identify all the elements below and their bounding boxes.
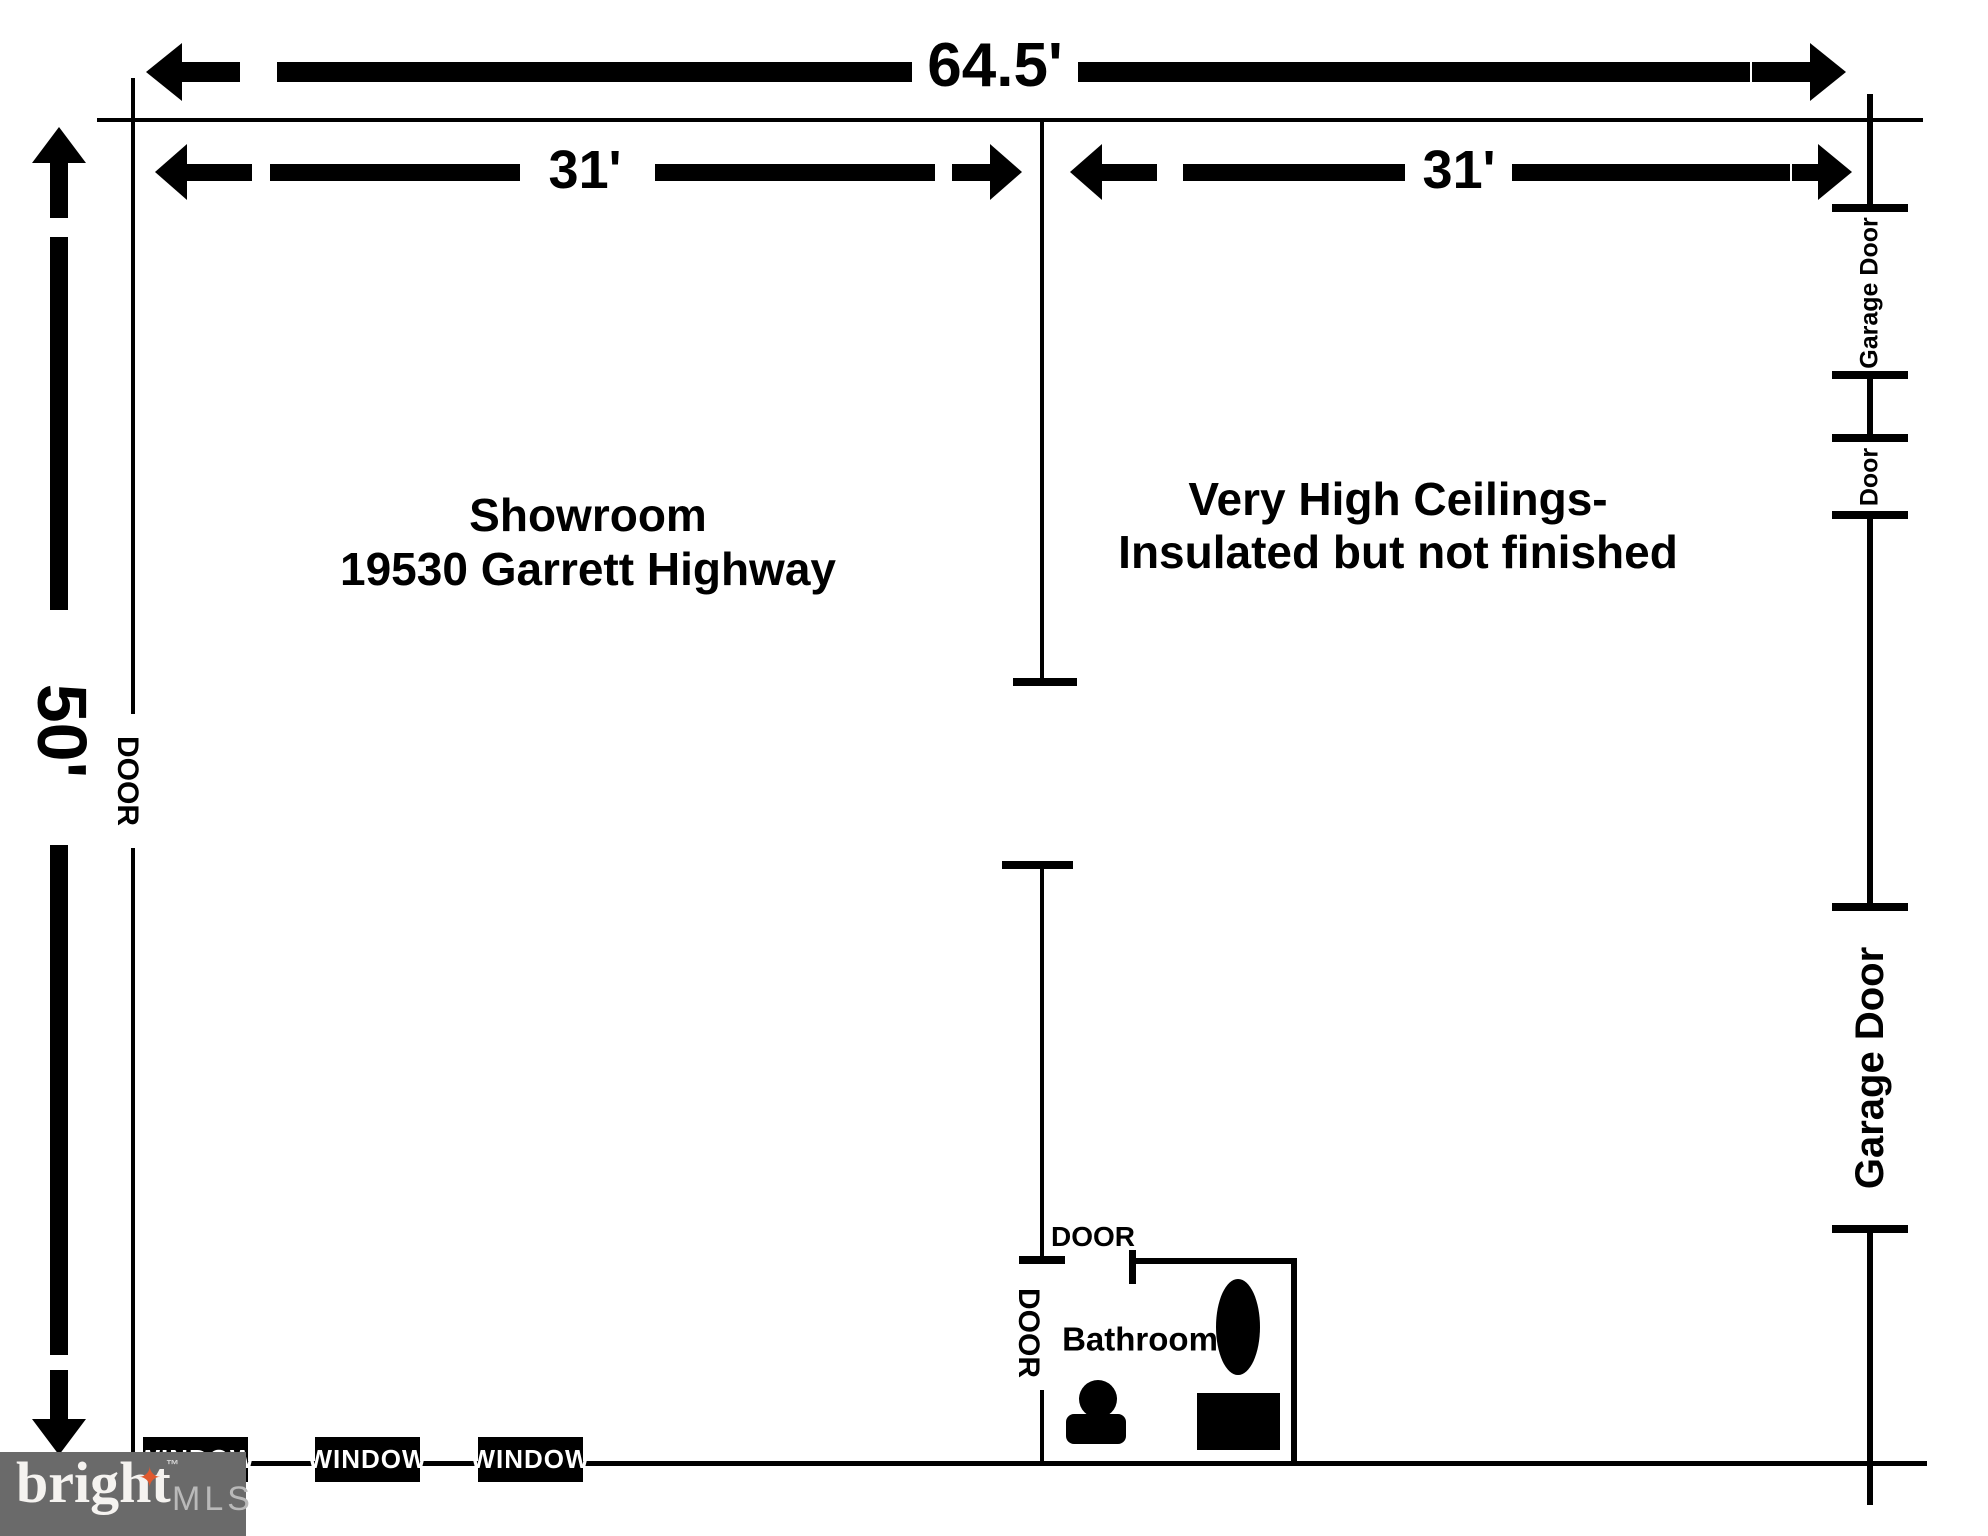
bright-mls-logo: bright ✦ ™ MLS — [0, 1450, 250, 1536]
sink-base-icon — [1066, 1414, 1126, 1444]
dim-right-stub-right — [1792, 164, 1818, 181]
dim-height-arrowhead-down — [32, 1419, 86, 1455]
dim-left-stub-right — [952, 164, 990, 181]
center-wall-seg-2 — [1040, 869, 1044, 1258]
dim-left-shaft-right — [655, 164, 935, 181]
dim-height-shaft-bottom — [50, 845, 68, 1355]
dim-left-arrowhead-right — [990, 144, 1022, 200]
center-wall-cap-1 — [1013, 678, 1077, 686]
dim-right-stub-left — [1102, 164, 1157, 181]
logo-trademark: ™ — [166, 1457, 179, 1472]
right-wall-jamb-tick-1 — [1832, 204, 1908, 212]
dim-right-label: 31' — [1422, 140, 1496, 200]
bathroom-right-wall — [1291, 1258, 1297, 1463]
dim-total-stub-left — [182, 62, 240, 82]
dim-total-shaft-right — [1078, 62, 1750, 82]
bathroom-label: Bathroom — [1062, 1320, 1218, 1358]
garage-door-upper-label: Garage Door — [1855, 217, 1884, 369]
dim-height-arrowhead-up — [32, 127, 86, 163]
dim-total-arrowhead-left — [146, 43, 182, 101]
center-wall-seg-3 — [1040, 1390, 1044, 1463]
logo-brand-text: bright — [16, 1450, 171, 1515]
dim-left-shaft-left — [270, 164, 520, 181]
toilet-tank-icon — [1197, 1393, 1280, 1450]
dim-right-shaft-left — [1183, 164, 1405, 181]
dim-left-label: 31' — [548, 140, 622, 200]
right-wall-jamb-tick-4 — [1832, 511, 1908, 519]
center-wall-seg-1 — [1040, 120, 1044, 680]
right-wall-seg-4 — [1867, 1233, 1873, 1505]
dim-total-arrowhead-right — [1810, 43, 1846, 101]
dim-total-stub-right — [1752, 62, 1810, 82]
dim-left-arrowhead-left — [155, 144, 187, 200]
left-wall-upper — [131, 78, 135, 714]
dim-height-stub-top — [50, 163, 68, 218]
sink-bowl-icon — [1079, 1380, 1117, 1418]
right-wall-seg-3 — [1867, 519, 1873, 905]
showroom-address: 19530 Garrett Highway — [339, 543, 837, 595]
right-wall-jamb-tick-2 — [1832, 371, 1908, 379]
dim-right-arrowhead-right — [1818, 144, 1852, 200]
warehouse-note-line2: Insulated but not finished — [1118, 526, 1678, 578]
window-2-label: WINDOW — [307, 1444, 428, 1474]
left-wall-door-label: DOOR — [111, 736, 144, 826]
bathroom-door-label: DOOR — [1051, 1221, 1135, 1252]
dim-left-stub-left — [187, 164, 252, 181]
top-wall — [97, 118, 1923, 122]
center-wall-door-label: DOOR — [1012, 1288, 1045, 1378]
center-wall-cap-3 — [1019, 1256, 1065, 1264]
showroom-name: Showroom — [469, 489, 707, 541]
left-wall-lower — [131, 848, 135, 1466]
right-wall-seg-1 — [1867, 94, 1873, 206]
dim-right-shaft-right — [1512, 164, 1790, 181]
right-wall-jamb-tick-6 — [1832, 1225, 1908, 1233]
garage-door-lower-label: Garage Door — [1848, 946, 1892, 1190]
window-3: WINDOW — [470, 1437, 590, 1482]
dim-total-shaft-left — [277, 62, 912, 82]
right-wall-seg-2 — [1867, 379, 1873, 436]
window-2: WINDOW — [307, 1437, 427, 1482]
dim-height-shaft-top — [50, 237, 68, 610]
window-3-label: WINDOW — [470, 1444, 591, 1474]
bathroom-door-jamb-tick — [1129, 1250, 1136, 1284]
right-wall-jamb-tick-5 — [1832, 903, 1908, 911]
star-icon: ✦ — [138, 1462, 162, 1493]
right-door-label: Door — [1855, 447, 1884, 507]
warehouse-note-line1: Very High Ceilings- — [1188, 473, 1608, 525]
dim-height-label: 50' — [23, 683, 101, 779]
toilet-icon — [1216, 1279, 1260, 1375]
dim-height-stub-bottom — [50, 1370, 68, 1419]
bathroom-top-wall — [1133, 1258, 1297, 1264]
center-wall-cap-2 — [1002, 861, 1073, 869]
dim-total-label: 64.5' — [927, 31, 1063, 100]
logo-suffix-text: MLS — [172, 1480, 254, 1518]
bottom-wall — [131, 1461, 1927, 1466]
right-wall-jamb-tick-3 — [1832, 434, 1908, 442]
dim-right-arrowhead-left — [1070, 144, 1102, 200]
